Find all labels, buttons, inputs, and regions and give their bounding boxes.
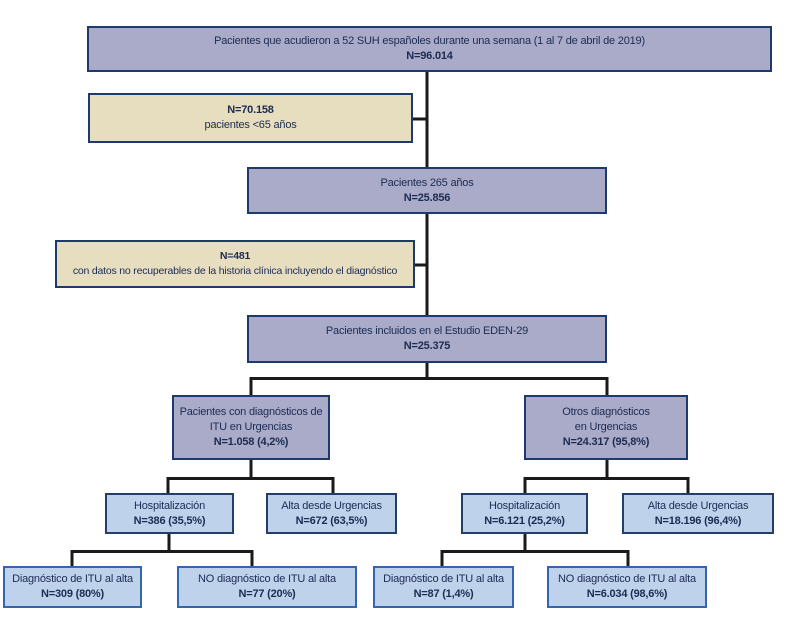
node-label: Hospitalización (489, 499, 560, 512)
node-count: N=77 (20%) (238, 588, 296, 600)
node-label: Pacientes que acudieron a 52 SUH español… (214, 35, 645, 47)
node-label: Alta desde Urgencias (281, 499, 382, 512)
node-count: N=25.856 (403, 191, 451, 204)
node-label: Diagnóstico de ITU al alta (383, 573, 504, 585)
node-no-itu-diagnosis-at-discharge-right: NO diagnóstico de ITU al alta N=6.034 (9… (547, 566, 707, 608)
node-count: N=25.375 (403, 340, 451, 352)
node-hospitalization-other: Hospitalización N=6.121 (25,2%) (461, 493, 588, 534)
node-count: N=96.014 (406, 50, 453, 62)
node-label: Hospitalización (134, 499, 205, 512)
node-count: N=1.058 (4,2%) (213, 436, 289, 448)
node-label: en Urgencias (574, 421, 638, 433)
node-no-itu-diagnosis-at-discharge-left: NO diagnóstico de ITU al alta N=77 (20%) (177, 566, 357, 608)
node-count: N=70.158 (227, 104, 274, 116)
node-count: N=6.034 (98,6%) (586, 588, 668, 600)
node-count: N=6.121 (25,2%) (484, 514, 565, 527)
node-label: Otros diagnósticos (562, 406, 650, 418)
node-label: Alta desde Urgencias (647, 499, 749, 512)
node-label: Pacientes con diagnósticos de (179, 406, 323, 418)
node-count: N=386 (35,5%) (133, 514, 206, 527)
node-total-patients: Pacientes que acudieron a 52 SUH español… (87, 26, 772, 72)
node-label: Diagnóstico de ITU al alta (12, 573, 133, 585)
node-label: ITU en Urgencias (209, 421, 293, 433)
node-included-eden29: Pacientes incluidos en el Estudio EDEN-2… (247, 315, 607, 363)
node-label: NO diagnóstico de ITU al alta (558, 573, 696, 585)
node-itu-diagnosis-at-discharge-right: Diagnóstico de ITU al alta N=87 (1,4%) (373, 566, 514, 608)
node-label: NO diagnóstico de ITU al alta (198, 573, 336, 585)
node-count: N=18.196 (96,4%) (654, 514, 742, 527)
node-itu-diagnosis-at-discharge-left: Diagnóstico de ITU al alta N=309 (80%) (3, 566, 142, 608)
node-count: N=24.317 (95,8%) (562, 436, 650, 448)
node-itu-diagnosis: Pacientes con diagnósticos de ITU en Urg… (172, 395, 330, 460)
node-discharge-other: Alta desde Urgencias N=18.196 (96,4%) (622, 493, 774, 534)
node-label: Pacientes 265 años (380, 176, 474, 189)
node-excluded-under-65: N=70.158 pacientes <65 años (88, 93, 413, 143)
node-other-diagnoses: Otros diagnósticos en Urgencias N=24.317… (524, 395, 688, 460)
node-count: N=672 (63,5%) (295, 514, 368, 527)
node-discharge-itu: Alta desde Urgencias N=672 (63,5%) (266, 493, 397, 534)
node-label: con datos no recuperables de la historia… (72, 265, 398, 277)
node-count: N=481 (219, 250, 251, 262)
node-hospitalization-itu: Hospitalización N=386 (35,5%) (105, 493, 234, 534)
node-excluded-missing-data: N=481 con datos no recuperables de la hi… (55, 240, 415, 288)
node-patients-65-plus: Pacientes 265 años N=25.856 (247, 167, 607, 214)
node-label: pacientes <65 años (204, 119, 297, 131)
node-count: N=87 (1,4%) (413, 588, 474, 600)
node-label: Pacientes incluidos en el Estudio EDEN-2… (325, 325, 529, 337)
node-count: N=309 (80%) (41, 588, 104, 600)
